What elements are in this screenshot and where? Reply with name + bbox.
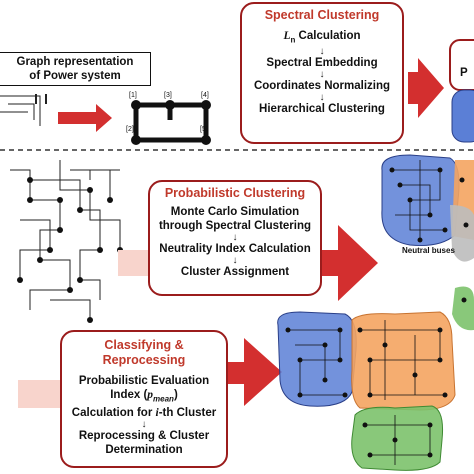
graph-node <box>201 135 211 145</box>
arrow-bottom <box>228 338 282 406</box>
neutral-buses-label: Neutral buses <box>402 246 455 255</box>
classify-line4: Reprocessing & Cluster <box>78 430 210 443</box>
net-line <box>10 169 71 310</box>
net-line <box>59 160 121 250</box>
down-arrow-icon: ↓ <box>232 232 238 243</box>
node-label-1: [1] <box>129 92 137 99</box>
spectral-title: Spectral Clustering <box>264 8 380 22</box>
down-arrow-icon: ↓ <box>141 419 147 431</box>
ln-sub: n <box>290 35 296 45</box>
step-coordinates-normalizing: Coordinates Normalizing <box>253 80 391 93</box>
arrow-top-right <box>408 58 444 118</box>
graph-node <box>201 100 211 110</box>
five-node-graph <box>131 100 211 145</box>
sketch-line <box>8 103 35 120</box>
line2-pre: Index ( <box>110 389 148 401</box>
net-line <box>89 169 120 180</box>
step-spectral-embedding: Spectral Embedding <box>266 57 378 70</box>
step-cluster-assignment: Cluster Assignment <box>180 266 290 278</box>
pale-arrow-stub-bottom <box>18 380 64 408</box>
graph-node <box>165 100 175 110</box>
graph-node <box>131 135 141 145</box>
classify-title-1: Classifying & <box>104 338 184 352</box>
line2-sub: mean <box>153 394 174 404</box>
partial-blue-cluster <box>451 89 474 143</box>
line3-i: i <box>155 407 159 420</box>
down-arrow-icon: ↓ <box>319 69 325 81</box>
node-label-5: [5] <box>200 126 208 133</box>
classify-line2: Index (pmean) <box>62 388 226 406</box>
classify-title-2: Reprocessing <box>102 353 186 367</box>
ln-symbol: L <box>283 30 291 42</box>
middle-network <box>10 160 121 320</box>
down-arrow-icon: ↓ <box>319 46 325 58</box>
step-neutrality-index: Neutrality Index Calculation <box>159 243 311 255</box>
classify-line5: Determination <box>105 444 183 457</box>
sketch-line <box>0 95 41 126</box>
classify-line1: Probabilistic Evaluation <box>78 375 210 387</box>
top-power-sketch <box>0 94 47 126</box>
arrow-top-left <box>58 104 112 132</box>
graph-node <box>131 100 141 110</box>
step-monte-carlo: Monte Carlo Simulation <box>170 206 300 218</box>
line3-post: -th Cluster <box>158 407 217 420</box>
line2-p: p <box>147 389 154 401</box>
graph-label-line2: of Power system <box>29 70 121 82</box>
node-label-4: [4] <box>201 92 209 99</box>
bottom-clusters <box>277 311 456 471</box>
spectral-clustering-box: Spectral Clustering Ln Calculation ↓ Spe… <box>240 2 404 144</box>
probabilistic-title: Probabilistic Clustering <box>164 186 306 200</box>
step-ln-calculation: Ln Calculation <box>242 29 402 47</box>
cluster-green-bottom <box>351 405 443 471</box>
ln-rest: Calculation <box>295 30 361 42</box>
graph-label-line1: Graph representation <box>16 56 134 68</box>
line2-post: ) <box>173 389 178 401</box>
probabilistic-clustering-box: Probabilistic Clustering Monte Carlo Sim… <box>148 180 322 296</box>
step-through-spectral: through Spectral Clustering <box>158 220 312 232</box>
node-label-2: [2] <box>126 126 134 133</box>
graph-representation-label: Graph representation of Power system <box>0 52 151 86</box>
down-arrow-icon: ↓ <box>319 92 325 104</box>
arrow-middle <box>322 225 378 301</box>
step-hierarchical-clustering: Hierarchical Clustering <box>259 103 385 116</box>
cluster-green <box>452 286 474 331</box>
partial-box-label: P <box>460 67 468 79</box>
cluster-gray <box>450 205 474 262</box>
line3-pre: Calculation for <box>71 407 156 420</box>
pale-arrow-stub <box>118 250 152 276</box>
classify-line3: Calculation for i-th Cluster <box>62 406 226 420</box>
classifying-reprocessing-box: Classifying & Reprocessing Probabilistic… <box>60 330 228 468</box>
net-line <box>50 299 91 320</box>
down-arrow-icon: ↓ <box>232 255 238 266</box>
cluster-orange-bottom <box>351 311 456 411</box>
partial-box <box>449 39 474 91</box>
net-line <box>19 219 51 280</box>
cluster-blue-bottom <box>277 311 357 407</box>
middle-clusters <box>381 154 474 331</box>
node-label-3: [3] <box>164 92 172 99</box>
